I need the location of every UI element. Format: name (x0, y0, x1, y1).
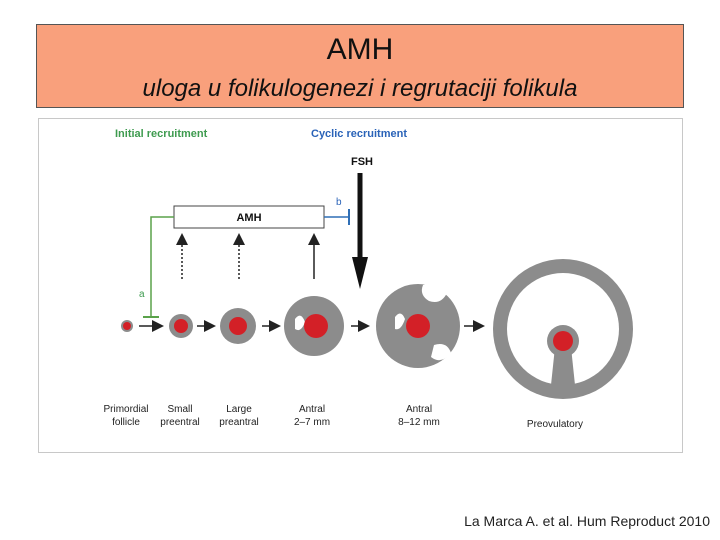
stage-label-line1: Small (167, 404, 192, 415)
stage-label-line1: Antral (406, 404, 432, 415)
fsh-label: FSH (351, 156, 373, 168)
title-box: AMH uloga u folikulogenezi i regrutaciji… (36, 24, 684, 108)
antral-large-antrum-1 (421, 284, 447, 302)
antral-large-antrum-2 (395, 313, 405, 330)
preovulatory-oocyte (553, 331, 573, 351)
follicle-diagram: Initial recruitment Cyclic recruitment F… (38, 118, 683, 453)
stage-label-line1: Antral (299, 404, 325, 415)
stage-label-line2: preentral (160, 417, 199, 428)
cyclic-recruitment-label: Cyclic recruitment (311, 128, 407, 140)
stage-label-line2: follicle (112, 417, 140, 428)
antral-large-antrum-3 (431, 344, 451, 361)
preovulatory-cumulus-stalk (551, 347, 575, 385)
stage-label-line1: Large (226, 404, 252, 415)
diagram-canvas: Initial recruitment Cyclic recruitment F… (103, 128, 633, 430)
green-inhibition-line (150, 216, 174, 317)
citation: La Marca A. et al. Hum Reproduct 2010 (464, 513, 710, 529)
large-preantral-oocyte (229, 317, 247, 335)
antral-large-oocyte (406, 314, 430, 338)
initial-recruitment-label: Initial recruitment (115, 128, 208, 140)
antral-small-oocyte (304, 314, 328, 338)
small-preantral-oocyte (174, 319, 188, 333)
slide-title: AMH (326, 33, 394, 66)
primordial-oocyte (123, 322, 131, 330)
fsh-arrow-head (352, 257, 368, 289)
antral-small-antrum (295, 315, 305, 331)
label-a: a (139, 289, 145, 300)
amh-box-label: AMH (236, 212, 261, 224)
stage-label-line1: Preovulatory (527, 419, 583, 430)
stage-label-line2: 8–12 mm (398, 417, 440, 428)
stage-label-line1: Primordial (103, 404, 148, 415)
slide-subtitle: uloga u folikulogenezi i regrutaciji fol… (142, 75, 578, 102)
stage-label-line2: preantral (219, 417, 258, 428)
label-b: b (336, 197, 342, 208)
stage-label-line2: 2–7 mm (294, 417, 330, 428)
